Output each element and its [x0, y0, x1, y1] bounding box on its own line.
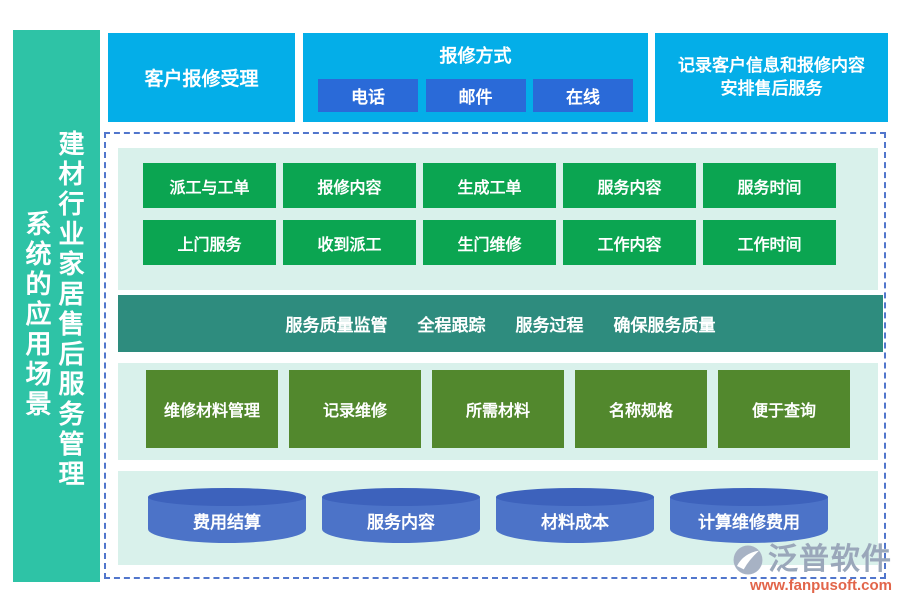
cylinder-service-content-label: 服务内容	[367, 512, 435, 532]
brand-row: 泛普软件	[731, 543, 892, 577]
repair-method-box: 报修方式 电话 邮件 在线	[303, 33, 648, 122]
node-onsite-repair: 生门维修	[423, 220, 556, 265]
record-info-line2: 安排售后服务	[720, 78, 823, 98]
customer-repair-acceptance-box: 客户报修受理	[108, 33, 295, 122]
option-online: 在线	[533, 79, 633, 112]
brand-name: 泛普软件	[768, 542, 892, 576]
cylinder-calc-repair-cost-label: 计算维修费用	[698, 512, 800, 532]
work-order-panel: 派工与工单 报修内容 生成工单 服务内容 服务时间 上门服务 收到派工 生门维修…	[118, 148, 878, 290]
quality-item-supervision: 服务质量监管	[285, 316, 388, 335]
node-receive-dispatch: 收到派工	[283, 220, 416, 265]
option-email: 邮件	[425, 79, 526, 112]
cylinder-material-cost-label: 材料成本	[541, 512, 609, 532]
materials-panel: 维修材料管理 记录维修 所需材料 名称规格 便于查询	[118, 363, 878, 460]
node-service-time: 服务时间	[703, 163, 836, 208]
cylinder-cost-settlement-label: 费用结算	[193, 512, 261, 532]
node-work-time: 工作时间	[703, 220, 836, 265]
quality-item-service-process: 服务过程	[515, 316, 584, 335]
brand-url: www.fanpusoft.com	[750, 576, 892, 594]
node-name-specification: 名称规格	[575, 370, 707, 448]
scenario-dashed-border	[104, 132, 886, 579]
sidebar-title-line1: 建材行业家居售后服务管理	[55, 130, 85, 490]
cylinder-calc-repair-cost: 计算维修费用	[670, 488, 828, 548]
sidebar-title-line2: 系统的应用场景	[22, 210, 52, 420]
quality-item-ensure-quality: 确保服务质量	[613, 316, 716, 335]
brand-logo-icon	[731, 543, 765, 577]
node-door-to-door-service: 上门服务	[143, 220, 276, 265]
node-generate-work-order: 生成工单	[423, 163, 556, 208]
billing-panel: 费用结算 服务内容 材料成本 计算维修费用	[118, 471, 878, 565]
repair-method-title: 报修方式	[439, 46, 512, 66]
record-info-box: 记录客户信息和报修内容 安排售后服务	[655, 33, 888, 122]
node-material-management: 维修材料管理	[146, 370, 278, 448]
node-repair-content: 报修内容	[283, 163, 416, 208]
node-service-content: 服务内容	[563, 163, 696, 208]
sidebar-title-panel: 建材行业家居售后服务管理 系统的应用场景	[13, 30, 100, 582]
cylinder-service-content: 服务内容	[322, 488, 480, 548]
cylinder-material-cost: 材料成本	[496, 488, 654, 548]
option-phone: 电话	[318, 79, 418, 112]
customer-repair-acceptance-label: 客户报修受理	[144, 69, 259, 90]
work-order-row-1: 派工与工单 报修内容 生成工单 服务内容 服务时间	[118, 163, 878, 208]
quality-supervision-band: 服务质量监管 全程跟踪 服务过程 确保服务质量	[118, 295, 883, 352]
node-work-content: 工作内容	[563, 220, 696, 265]
node-required-materials: 所需材料	[432, 370, 564, 448]
quality-item-full-tracking: 全程跟踪	[417, 316, 486, 335]
node-easy-query: 便于查询	[718, 370, 850, 448]
repair-method-options: 电话 邮件 在线	[303, 79, 648, 112]
record-info-line1: 记录客户信息和报修内容	[678, 56, 865, 76]
node-dispatch-work-order: 派工与工单	[143, 163, 276, 208]
cylinder-cost-settlement: 费用结算	[148, 488, 306, 548]
brand-watermark: 泛普软件 www.fanpusoft.com	[731, 543, 892, 595]
work-order-row-2: 上门服务 收到派工 生门维修 工作内容 工作时间	[118, 220, 878, 265]
node-record-repair: 记录维修	[289, 370, 421, 448]
